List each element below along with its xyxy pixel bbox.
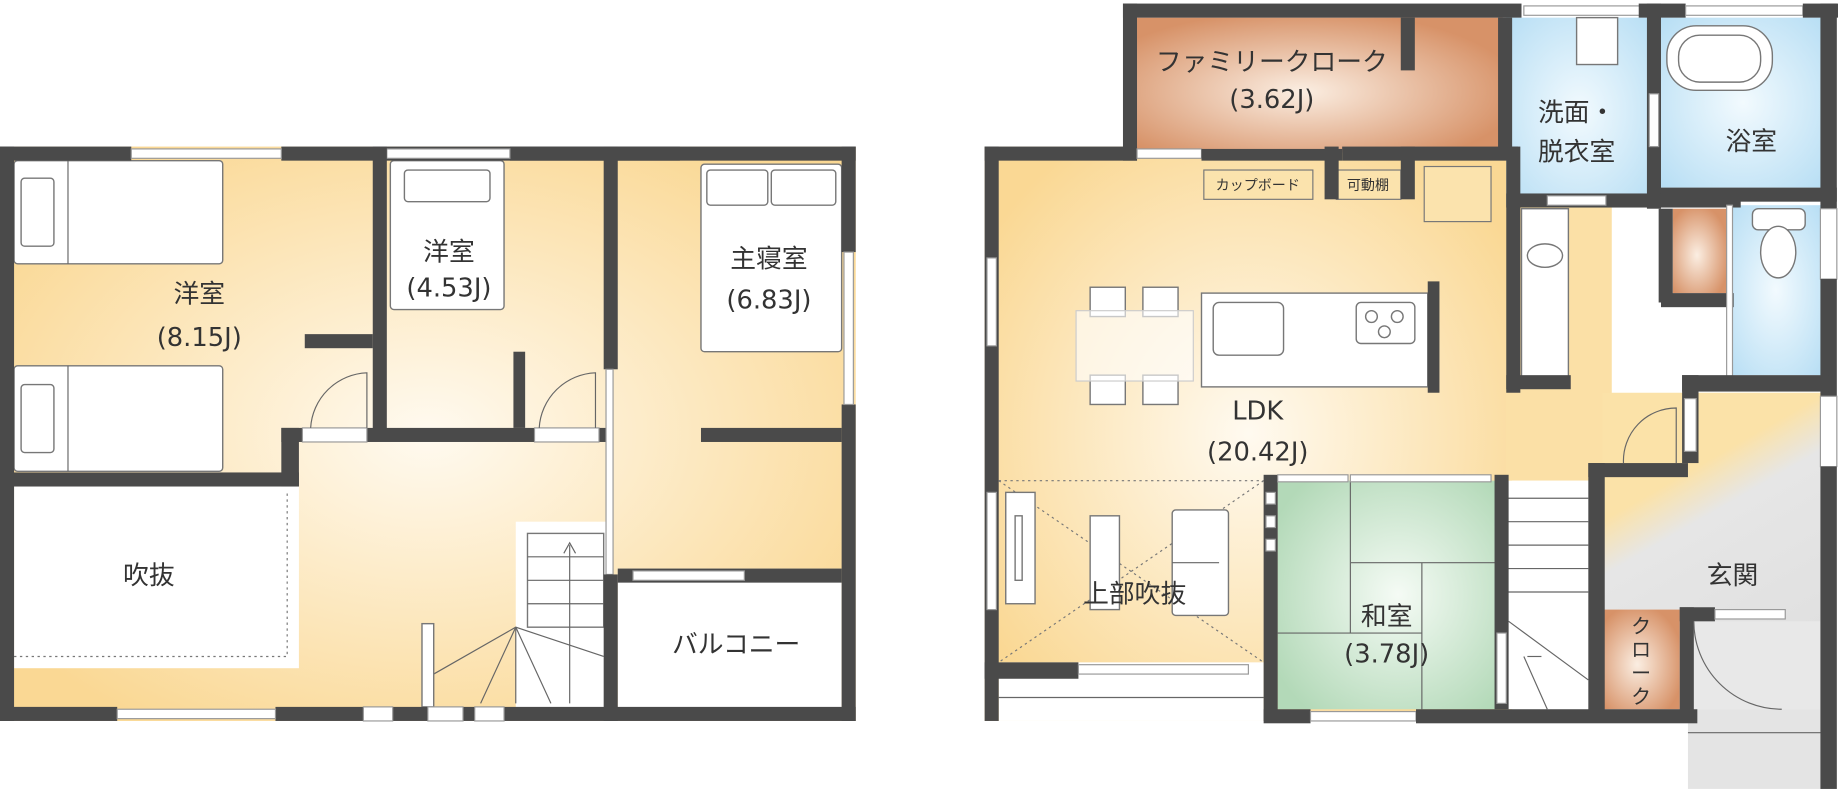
room-name: 吹抜 bbox=[123, 561, 175, 591]
void-label: 上部吹抜 bbox=[1083, 580, 1186, 610]
cloak-char: ー bbox=[1631, 662, 1651, 685]
room-name: 洋室 bbox=[173, 279, 225, 309]
upper-walls bbox=[0, 146, 856, 722]
room-area: (4.53J) bbox=[406, 274, 491, 304]
bed bbox=[13, 365, 224, 472]
cupboard-label: カップボード bbox=[1216, 178, 1300, 194]
ground-stairs bbox=[1506, 480, 1589, 710]
tv-stand bbox=[1005, 491, 1036, 605]
room-name: 浴室 bbox=[1725, 127, 1777, 157]
washing-machine bbox=[1575, 16, 1619, 66]
shelf-label: 可動棚 bbox=[1347, 178, 1389, 194]
room-name: 玄関 bbox=[1707, 561, 1759, 591]
room-name: 洋室 bbox=[423, 237, 475, 267]
room-name: LDK bbox=[1232, 397, 1284, 427]
refrigerator bbox=[1423, 165, 1492, 223]
upper-stairs bbox=[421, 521, 607, 710]
room-area: (8.15J) bbox=[157, 323, 242, 353]
bed bbox=[389, 159, 505, 311]
japanese-room-area bbox=[1277, 480, 1497, 710]
vanity bbox=[1520, 208, 1570, 383]
room-area: (3.62J) bbox=[1229, 85, 1314, 115]
shelf bbox=[1335, 169, 1402, 200]
cloak-char: ク bbox=[1631, 615, 1651, 638]
room-name: 洗面・ bbox=[1538, 98, 1615, 128]
cupboard bbox=[1203, 169, 1314, 200]
dining-set bbox=[1075, 286, 1194, 406]
cloak-char: ロ bbox=[1631, 638, 1651, 661]
coffee-table bbox=[1089, 515, 1121, 611]
upper-floor-plan: 洋室 (8.15J) 洋室 (4.53J) 主寝室 (6.83J) 吹抜 バルコ… bbox=[0, 146, 856, 722]
cloak-char: ク bbox=[1631, 685, 1651, 708]
bathtub bbox=[1666, 25, 1774, 92]
ground-floor-plan: ファミリークローク (3.62J) 洗面・ 脱衣室 浴室 カップボード 可動棚 … bbox=[984, 3, 1838, 789]
room-area: (3.78J) bbox=[1344, 639, 1429, 669]
tatami-lines bbox=[1277, 480, 1497, 710]
cloak-area bbox=[1602, 609, 1680, 710]
toilet bbox=[1751, 208, 1806, 279]
bed bbox=[13, 159, 224, 265]
entry-steps bbox=[1687, 709, 1823, 789]
room-name: 脱衣室 bbox=[1538, 138, 1615, 168]
kitchen-island bbox=[1200, 281, 1440, 393]
room-name: 和室 bbox=[1361, 602, 1413, 632]
void-area bbox=[14, 486, 299, 669]
room-name: バルコニー bbox=[672, 630, 800, 660]
balcony-area bbox=[617, 568, 842, 710]
ground-walls bbox=[984, 3, 1838, 789]
room-area: (20.42J) bbox=[1207, 438, 1308, 468]
room-name: ファミリークローク bbox=[1156, 47, 1388, 77]
sofa bbox=[1171, 509, 1230, 617]
room-name: 主寝室 bbox=[730, 244, 807, 274]
double-bed bbox=[700, 163, 843, 353]
storage-area bbox=[1672, 208, 1727, 294]
room-area: (6.83J) bbox=[726, 285, 811, 315]
family-closet-area bbox=[1137, 17, 1503, 153]
